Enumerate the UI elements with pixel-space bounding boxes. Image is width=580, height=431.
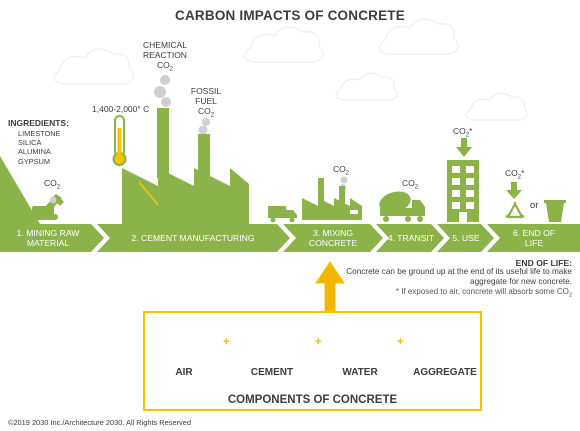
ingredients-panel: INGREDIENTS: LIMESTONE SILICA ALUMINA GY… (8, 118, 69, 166)
co2-label-mining: CO2 (44, 178, 61, 191)
page-title: CARBON IMPACTS OF CONCRETE (175, 8, 405, 23)
ingredient-item: GYPSUM (18, 156, 51, 166)
components-box (143, 311, 482, 411)
co2-label-mixing: CO2 (333, 164, 350, 177)
recycle-icon (505, 202, 525, 219)
cloud-decor (53, 18, 528, 121)
co2-label-end-of-life: CO2* (505, 168, 525, 181)
component-label-air: AIR (175, 367, 193, 378)
bin-icon (544, 200, 566, 222)
plus-sign: + (223, 336, 230, 348)
end-of-life-heading: END OF LIFE: (515, 258, 572, 268)
plus-sign: + (397, 336, 404, 348)
up-arrow-icon (316, 262, 344, 311)
components-title: COMPONENTS OF CONCRETE (227, 394, 398, 406)
mixer-truck-icon (379, 191, 425, 222)
component-label-water: WATER (342, 367, 378, 378)
mixing-plant-icon (302, 178, 362, 220)
co2-label-use: CO2* (453, 126, 473, 139)
component-label-aggregate: AGGREGATE (413, 367, 477, 378)
heat-line (138, 181, 159, 206)
plus-sign: + (315, 336, 322, 348)
absorb-arrow-icon (456, 138, 522, 199)
excavator-icon (28, 194, 64, 220)
stage-label-transit: 4. TRANSIT (387, 233, 435, 243)
or-label: or (530, 200, 539, 211)
thermometer-icon (112, 115, 127, 166)
stage-label-use: 5. USE (452, 233, 480, 243)
ingredient-item: SILICA (18, 138, 42, 148)
component-label-cement: CEMENT (250, 367, 294, 378)
copyright-text: ©2019 2030 Inc./Architecture 2030. All R… (8, 418, 191, 427)
co2-label-transit: CO2 (402, 178, 419, 191)
ingredient-item: ALUMINA (18, 147, 51, 157)
fossil-fuel-label: FOSSIL FUEL CO2 (190, 86, 222, 119)
smoke-icon (49, 75, 348, 204)
raw-material-pile (0, 156, 40, 224)
temperature-label: 1,400-2,000° C (92, 104, 150, 114)
cement-factory-icon (122, 108, 249, 224)
building-icon (447, 160, 479, 222)
chemical-reaction-label: CHEMICAL REACTION CO2 (143, 40, 187, 73)
stage-label-cement: 2. CEMENT MANUFACTURING (131, 233, 255, 243)
ingredient-item: LIMESTONE (18, 129, 61, 138)
end-of-life-note: * If exposed to air, concrete will absor… (395, 287, 572, 299)
delivery-truck-icon (268, 206, 297, 223)
end-of-life-text: Concrete can be ground up at the end of … (346, 267, 572, 286)
ingredients-heading: INGREDIENTS: (8, 118, 69, 128)
process-arrow-band (0, 224, 580, 252)
